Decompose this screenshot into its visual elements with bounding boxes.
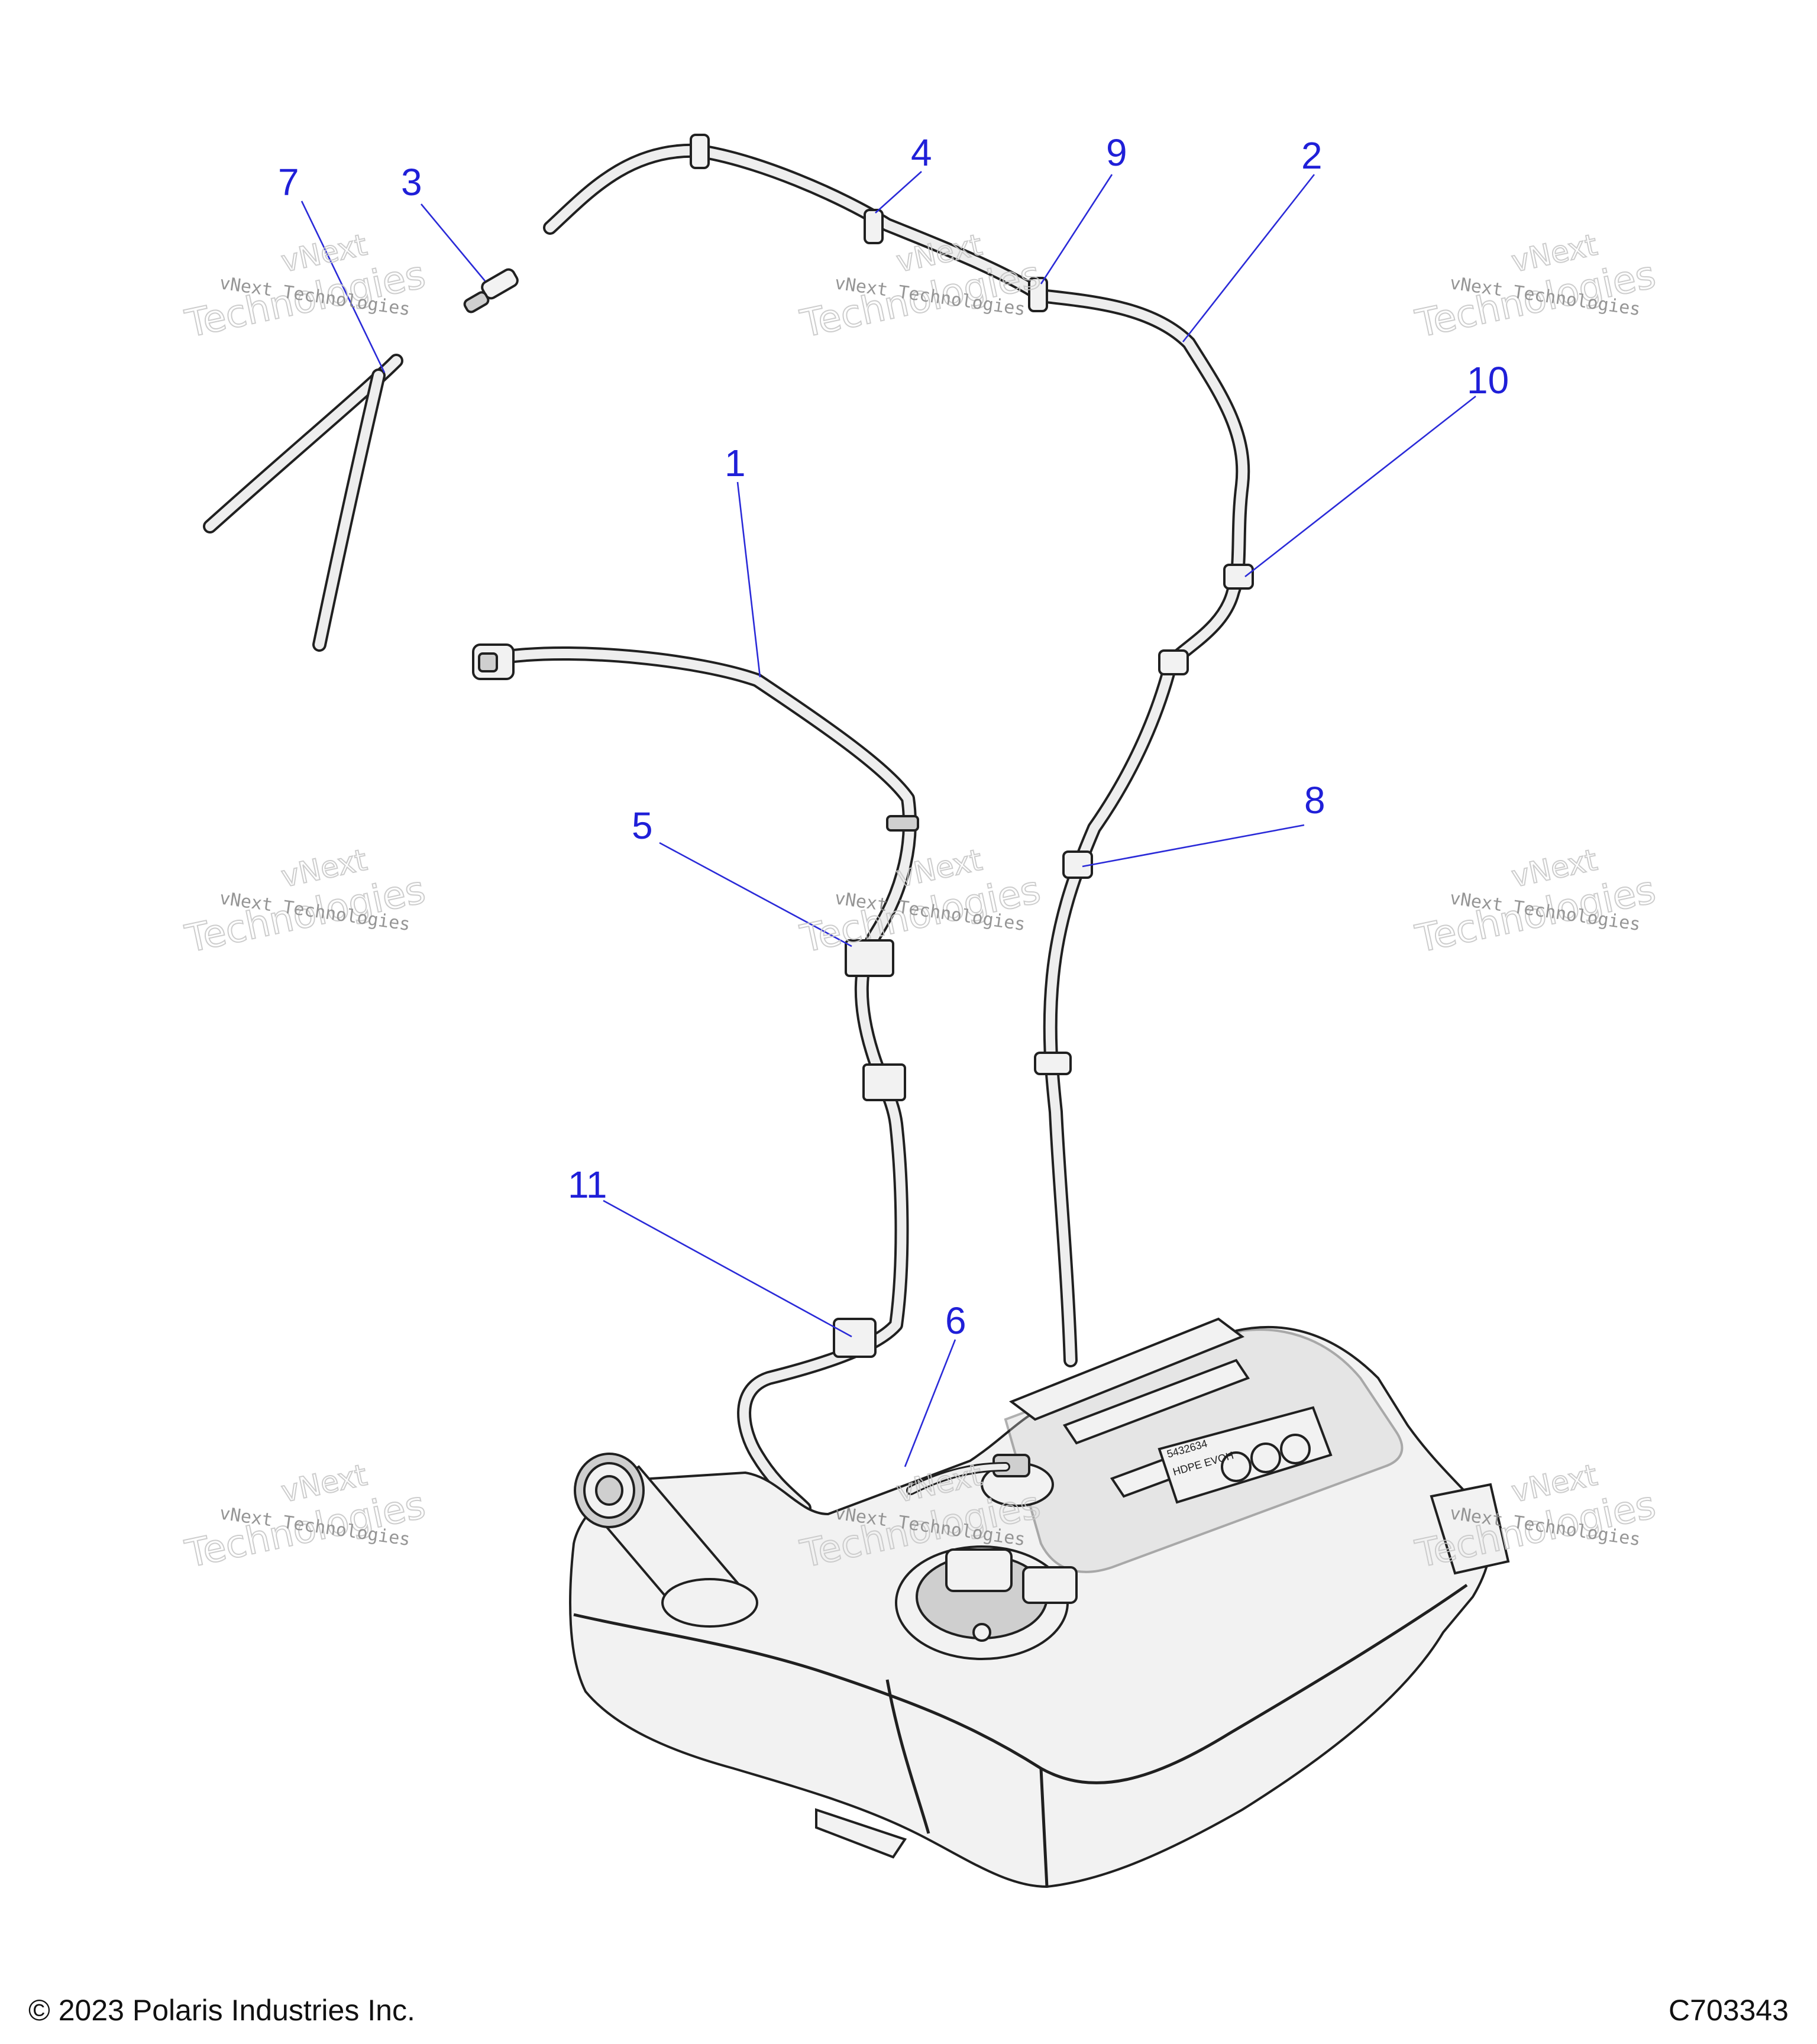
clamp-10 (1223, 564, 1254, 590)
callout-labels: 1 2 3 4 5 6 7 8 9 10 11 (278, 131, 1509, 1342)
callout-4: 4 (911, 131, 932, 174)
vent-hose-2 (543, 143, 1250, 1367)
clamp-4 (864, 209, 884, 244)
watermark: Technologies vNext vNext Technologies (181, 227, 430, 347)
watermark: Technologies vNext vNext Technologies (181, 842, 430, 962)
clamps (690, 134, 1254, 1358)
callout-6: 6 (945, 1299, 966, 1342)
callout-2: 2 (1301, 134, 1323, 177)
leader-5 (659, 842, 852, 947)
hose-end-connector (472, 643, 515, 680)
clamp-9 (1028, 277, 1048, 312)
watermark: Technologies vNext vNext Technologies (796, 842, 1045, 962)
callout-3: 3 (401, 161, 422, 203)
callout-7: 7 (278, 161, 299, 203)
clamp-top (690, 134, 710, 169)
drawing-id: C703343 (1669, 1994, 1789, 2027)
clamp-5 (845, 939, 894, 977)
clamp-11 (833, 1318, 877, 1358)
leader-1 (736, 481, 761, 678)
fitting-3 (463, 268, 519, 313)
clamp-upper-right (1158, 649, 1189, 675)
leader-lines (300, 171, 1476, 1467)
callout-10: 10 (1467, 359, 1509, 402)
leader-2 (1182, 174, 1315, 342)
watermarks: Technologies vNext vNext Technologies Te… (181, 227, 1660, 1577)
band-hose-1 (886, 815, 919, 832)
leader-7 (300, 200, 386, 373)
fuel-hose-1 (502, 646, 917, 1515)
filler-neck (574, 1453, 758, 1628)
leader-9 (1040, 174, 1113, 284)
watermark: Technologies vNext vNext Technologies (181, 1457, 430, 1577)
leader-8 (1082, 824, 1305, 868)
clamp-mid (862, 1063, 906, 1101)
leader-11 (603, 1199, 852, 1338)
callout-8: 8 (1304, 779, 1325, 822)
callout-11: 11 (568, 1163, 607, 1206)
callout-9: 9 (1106, 131, 1127, 174)
y-vent-hose-7 (203, 354, 403, 652)
watermark: Technologies vNext vNext Technologies (796, 227, 1045, 347)
fuel-pump-module (895, 1545, 1078, 1660)
leader-10 (1244, 395, 1476, 578)
callout-5: 5 (632, 804, 653, 847)
tank-vent-fitting (906, 1454, 1054, 1507)
fuel-tank: 5432634 HDPE EVOH (569, 1317, 1510, 1888)
copyright-text: © 2023 Polaris Industries Inc. (28, 1994, 415, 2027)
callout-1: 1 (725, 442, 746, 484)
clamp-lower-right (1034, 1052, 1072, 1075)
watermark: Technologies vNext vNext Technologies (1411, 227, 1660, 347)
watermark: Technologies vNext vNext Technologies (1411, 842, 1660, 962)
leader-3 (421, 203, 486, 282)
clamp-8 (1062, 850, 1093, 879)
leader-4 (875, 171, 922, 214)
leader-6 (904, 1339, 956, 1467)
